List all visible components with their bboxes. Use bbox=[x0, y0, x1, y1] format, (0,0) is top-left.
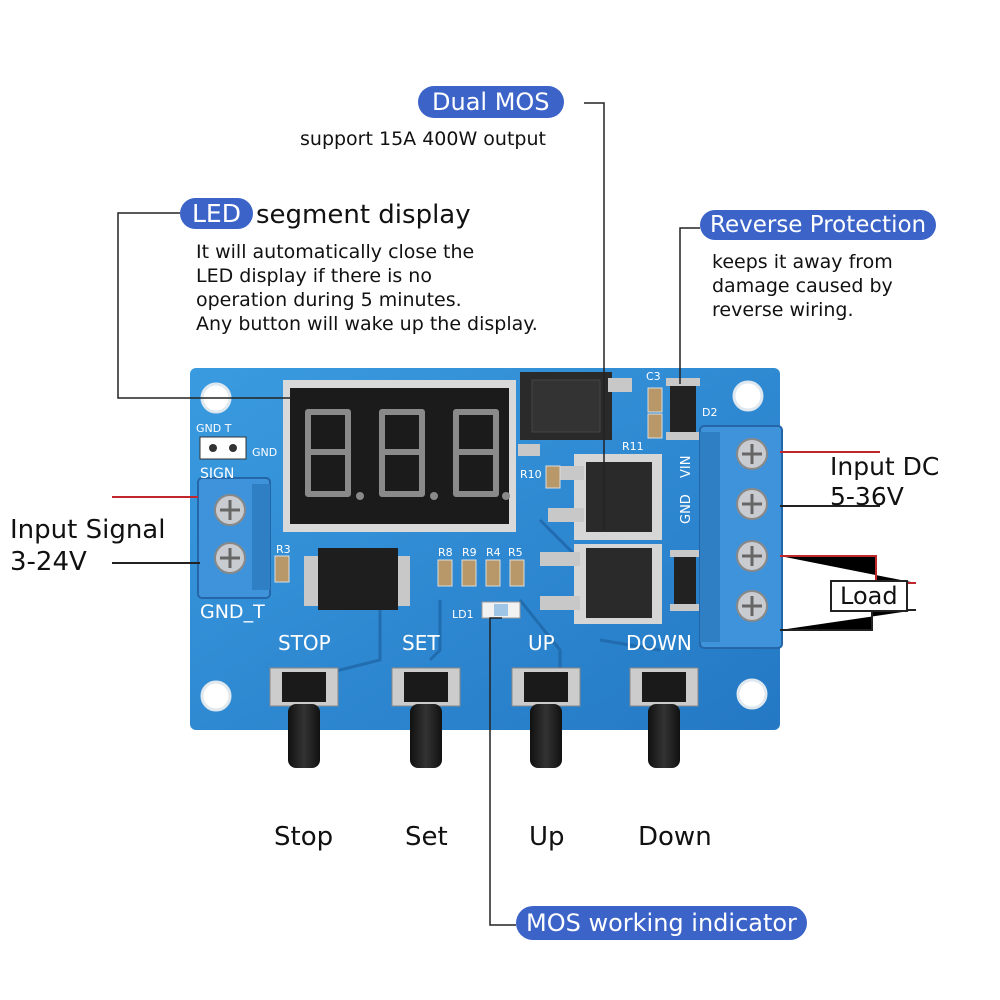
led-segment-display bbox=[283, 380, 516, 532]
reverse-protection-label: Reverse Protection bbox=[700, 210, 937, 240]
mosfet-top bbox=[518, 372, 632, 456]
silk-gnd: GND bbox=[252, 446, 277, 459]
silk-set: SET bbox=[402, 631, 440, 655]
reverse-desc-line-2: damage caused by bbox=[712, 275, 893, 297]
silk-d2: D2 bbox=[702, 406, 717, 419]
silkscreen: STOP SET UP DOWN GND_T SIGN GND T GND R3… bbox=[196, 370, 717, 655]
mosfet-2 bbox=[540, 544, 662, 624]
silk-up: UP bbox=[528, 631, 555, 655]
load-label: Load bbox=[830, 580, 908, 612]
led-desc-line-1: It will automatically close the bbox=[196, 241, 475, 263]
input-signal-line-2: 3-24V bbox=[10, 547, 87, 577]
silk-c3: C3 bbox=[646, 370, 661, 383]
reverse-protection-diode bbox=[666, 378, 700, 440]
silk-vin: VIN bbox=[679, 456, 694, 478]
dual-mos-desc: support 15A 400W output bbox=[300, 128, 546, 150]
silk-r10: R10 bbox=[520, 468, 542, 481]
reverse-desc-line-3: reverse wiring. bbox=[712, 299, 854, 321]
led-title-rest: segment display bbox=[256, 200, 471, 230]
silk-r9: R9 bbox=[462, 546, 477, 559]
silk-r8: R8 bbox=[438, 546, 453, 559]
set-caption: Set bbox=[405, 822, 448, 852]
silk-gnd-t-small: GND T bbox=[196, 422, 232, 435]
input-signal-label: Input Signal 3-24V bbox=[10, 514, 165, 578]
silk-sign: SIGN bbox=[200, 466, 234, 482]
silk-gnd-t: GND_T bbox=[200, 601, 265, 623]
input-dc-line-1: Input DC bbox=[830, 452, 940, 481]
reverse-desc: keeps it away from damage caused by reve… bbox=[712, 250, 893, 322]
up-caption: Up bbox=[529, 822, 565, 852]
tact-buttons bbox=[269, 667, 699, 768]
led-desc-line-2: LED display if there is no bbox=[196, 265, 432, 287]
optocoupler bbox=[304, 548, 410, 610]
power-terminal-block bbox=[699, 425, 783, 649]
silk-gnd-v: GND bbox=[679, 494, 694, 524]
silk-down: DOWN bbox=[626, 631, 692, 655]
dual-mos-label: Dual MOS bbox=[418, 86, 564, 118]
mounting-holes bbox=[200, 380, 768, 712]
signal-terminal-block bbox=[197, 477, 271, 599]
stop-caption: Stop bbox=[274, 822, 334, 852]
input-dc-line-2: 5-36V bbox=[830, 482, 904, 511]
input-dc-label: Input DC 5-36V bbox=[830, 452, 939, 512]
silk-r5: R5 bbox=[508, 546, 523, 559]
leader-lines bbox=[117, 102, 700, 926]
mosfet-1 bbox=[548, 454, 662, 540]
silk-r11: R11 bbox=[622, 440, 644, 453]
silk-stop: STOP bbox=[278, 631, 331, 655]
reverse-desc-line-1: keeps it away from bbox=[712, 251, 893, 273]
input-signal-line-1: Input Signal bbox=[10, 515, 166, 545]
led-desc: It will automatically close the LED disp… bbox=[196, 240, 538, 336]
led-desc-line-4: Any button will wake up the display. bbox=[196, 313, 538, 335]
led-pill-label: LED bbox=[180, 198, 253, 229]
silk-r3: R3 bbox=[276, 543, 291, 556]
silk-r4: R4 bbox=[486, 546, 501, 559]
mos-indicator-label: MOS working indicator bbox=[516, 906, 807, 940]
down-caption: Down bbox=[638, 822, 712, 852]
led-desc-line-3: operation during 5 minutes. bbox=[196, 289, 462, 311]
silk-ld1: LD1 bbox=[452, 608, 474, 621]
